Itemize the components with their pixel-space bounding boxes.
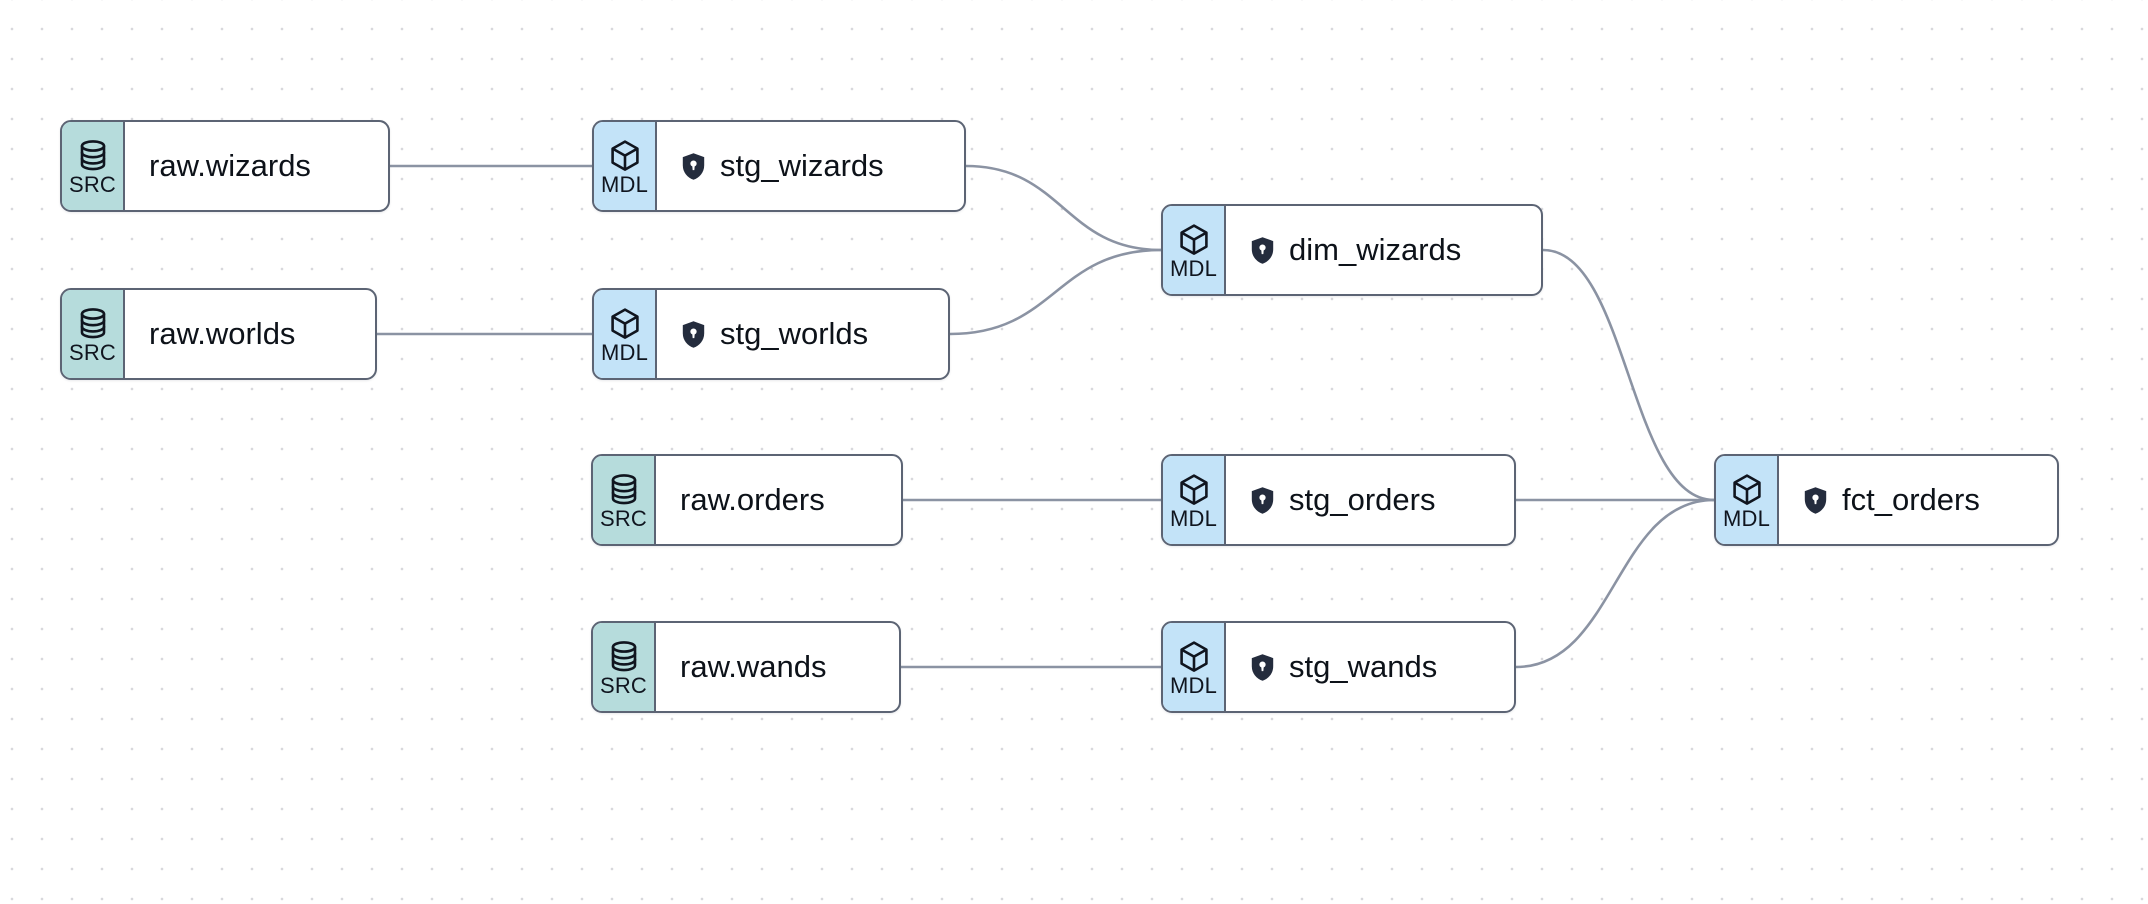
node-type-badge-src: SRC	[593, 456, 656, 544]
node-type-badge-src: SRC	[62, 122, 125, 210]
node-type-badge-src: SRC	[593, 623, 656, 711]
shield-lock-icon-wrap	[1803, 486, 1828, 515]
node-type-badge-mdl: MDL	[1163, 206, 1226, 294]
node-body: fct_orders	[1779, 456, 2057, 544]
lineage-node-dim-wizards[interactable]: MDL dim_wizards	[1161, 204, 1543, 296]
lineage-node-raw-worlds[interactable]: SRC raw.worlds	[60, 288, 377, 380]
lineage-node-stg-orders[interactable]: MDL stg_orders	[1161, 454, 1516, 546]
node-body: dim_wizards	[1226, 206, 1541, 294]
node-label: stg_wands	[1289, 649, 1438, 684]
cube-icon	[1179, 474, 1208, 505]
node-type-badge-mdl: MDL	[1163, 456, 1226, 544]
node-type-label: MDL	[600, 340, 649, 365]
node-body: raw.worlds	[125, 290, 375, 378]
node-type-badge-src: SRC	[62, 290, 125, 378]
database-icon	[611, 641, 636, 672]
node-body: stg_wands	[1226, 623, 1514, 711]
shield-lock-icon	[1251, 236, 1274, 264]
database-icon	[611, 474, 636, 505]
node-label: raw.worlds	[149, 316, 296, 351]
node-label: fct_orders	[1842, 482, 1980, 517]
cube-icon	[1179, 224, 1208, 255]
cube-icon	[610, 308, 639, 339]
node-label: dim_wizards	[1289, 232, 1462, 267]
lineage-node-raw-orders[interactable]: SRC raw.orders	[591, 454, 903, 546]
lineage-node-stg-wizards[interactable]: MDL stg_wizards	[592, 120, 966, 212]
node-type-badge-mdl: MDL	[1163, 623, 1226, 711]
node-label: stg_wizards	[720, 148, 884, 183]
lineage-node-fct-orders[interactable]: MDL fct_orders	[1714, 454, 2059, 546]
cube-icon	[1732, 474, 1761, 505]
node-body: raw.wands	[656, 623, 899, 711]
node-type-label: SRC	[599, 673, 648, 698]
shield-lock-icon	[682, 152, 705, 180]
node-type-label: MDL	[1722, 506, 1771, 531]
lineage-node-stg-wands[interactable]: MDL stg_wands	[1161, 621, 1516, 713]
node-label: stg_worlds	[720, 316, 869, 351]
lineage-edge[interactable]	[1514, 498, 1716, 669]
node-label: raw.wands	[680, 649, 827, 684]
node-type-badge-mdl: MDL	[594, 290, 657, 378]
database-icon	[80, 308, 105, 339]
shield-lock-icon	[1804, 486, 1827, 514]
node-body: stg_worlds	[657, 290, 948, 378]
shield-lock-icon	[682, 320, 705, 348]
shield-lock-icon-wrap	[681, 320, 706, 349]
shield-lock-icon-wrap	[1250, 236, 1275, 265]
node-type-badge-mdl: MDL	[594, 122, 657, 210]
node-type-label: MDL	[600, 172, 649, 197]
node-type-label: SRC	[68, 340, 117, 365]
node-label: stg_orders	[1289, 482, 1436, 517]
lineage-edge[interactable]	[964, 164, 1163, 252]
lineage-node-raw-wands[interactable]: SRC raw.wands	[591, 621, 901, 713]
cube-icon	[610, 140, 639, 171]
shield-lock-icon-wrap	[1250, 653, 1275, 682]
node-type-badge-mdl: MDL	[1716, 456, 1779, 544]
node-body: raw.wizards	[125, 122, 388, 210]
lineage-edge[interactable]	[1541, 248, 1716, 502]
node-type-label: MDL	[1169, 673, 1218, 698]
node-type-label: MDL	[1169, 506, 1218, 531]
node-label: raw.orders	[680, 482, 825, 517]
database-icon	[80, 140, 105, 171]
shield-lock-icon	[1251, 486, 1274, 514]
node-body: raw.orders	[656, 456, 901, 544]
shield-lock-icon-wrap	[1250, 486, 1275, 515]
node-type-label: SRC	[68, 172, 117, 197]
lineage-node-stg-worlds[interactable]: MDL stg_worlds	[592, 288, 950, 380]
shield-lock-icon	[1251, 653, 1274, 681]
node-body: stg_orders	[1226, 456, 1514, 544]
shield-lock-icon-wrap	[681, 152, 706, 181]
cube-icon	[1179, 641, 1208, 672]
node-label: raw.wizards	[149, 148, 311, 183]
node-body: stg_wizards	[657, 122, 964, 210]
lineage-node-raw-wizards[interactable]: SRC raw.wizards	[60, 120, 390, 212]
node-type-label: SRC	[599, 506, 648, 531]
node-type-label: MDL	[1169, 256, 1218, 281]
lineage-edge[interactable]	[948, 248, 1163, 336]
